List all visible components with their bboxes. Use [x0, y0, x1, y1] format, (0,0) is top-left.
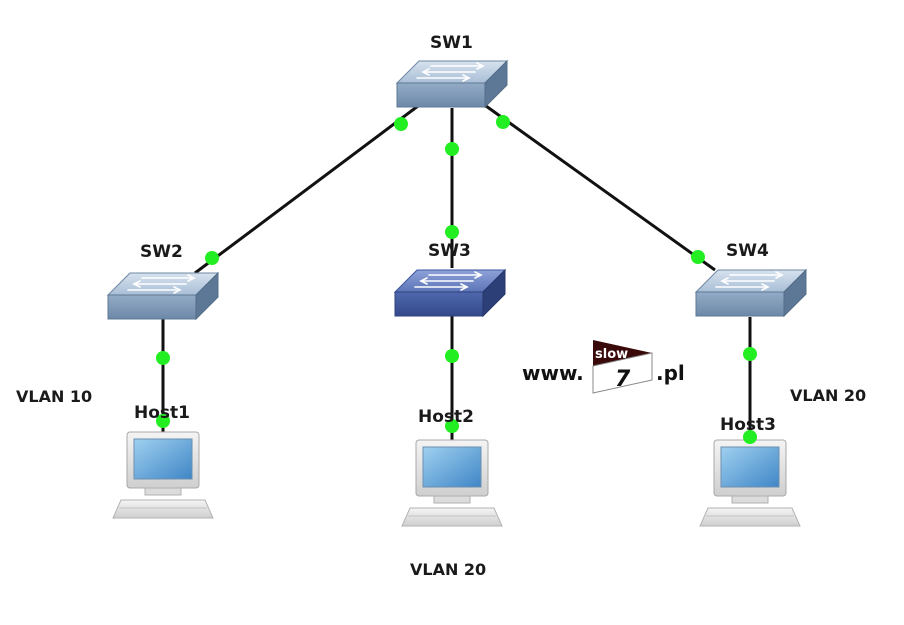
label-host3: Host3 — [720, 415, 776, 435]
watermark-flag — [593, 340, 652, 366]
label-sw2: SW2 — [140, 242, 183, 262]
link-sw1-sw4 — [485, 104, 716, 272]
port-dot — [205, 251, 219, 265]
watermark-box — [592, 352, 653, 394]
switch-sw4[interactable] — [695, 269, 807, 317]
port-dot — [156, 351, 170, 365]
switch-sw2[interactable] — [107, 272, 219, 320]
switch-sw3[interactable] — [394, 269, 506, 317]
port-dot — [156, 414, 170, 428]
port-dot — [743, 430, 757, 444]
switch-sw1[interactable] — [396, 60, 508, 108]
pc-host1[interactable] — [112, 431, 214, 519]
port-indicators — [156, 115, 757, 444]
watermark-prefix: www. — [522, 361, 584, 385]
label-sw3: SW3 — [428, 241, 471, 261]
watermark-suffix: .pl — [656, 361, 685, 385]
label-host1: Host1 — [134, 403, 190, 423]
port-dot — [445, 225, 459, 239]
port-dot — [445, 142, 459, 156]
port-dot — [394, 117, 408, 131]
pc-host2[interactable] — [401, 439, 503, 527]
port-dot — [445, 419, 459, 433]
vlan-label-host3: VLAN 20 — [790, 386, 866, 405]
port-dot — [691, 250, 705, 264]
label-sw4: SW4 — [726, 241, 769, 261]
label-sw1: SW1 — [430, 33, 473, 53]
port-dot — [743, 347, 757, 361]
pc-host3[interactable] — [699, 439, 801, 527]
vlan-label-host2: VLAN 20 — [410, 560, 486, 579]
vlan-label-host1: VLAN 10 — [16, 387, 92, 406]
label-host2: Host2 — [418, 407, 474, 427]
port-dot — [445, 349, 459, 363]
watermark-slow: slow — [595, 347, 628, 362]
link-sw1-sw2 — [194, 104, 419, 275]
port-dot — [496, 115, 510, 129]
watermark-logo: www. slow 7 .pl — [522, 340, 685, 394]
links — [161, 104, 752, 442]
watermark-seven: 7 — [615, 367, 631, 392]
